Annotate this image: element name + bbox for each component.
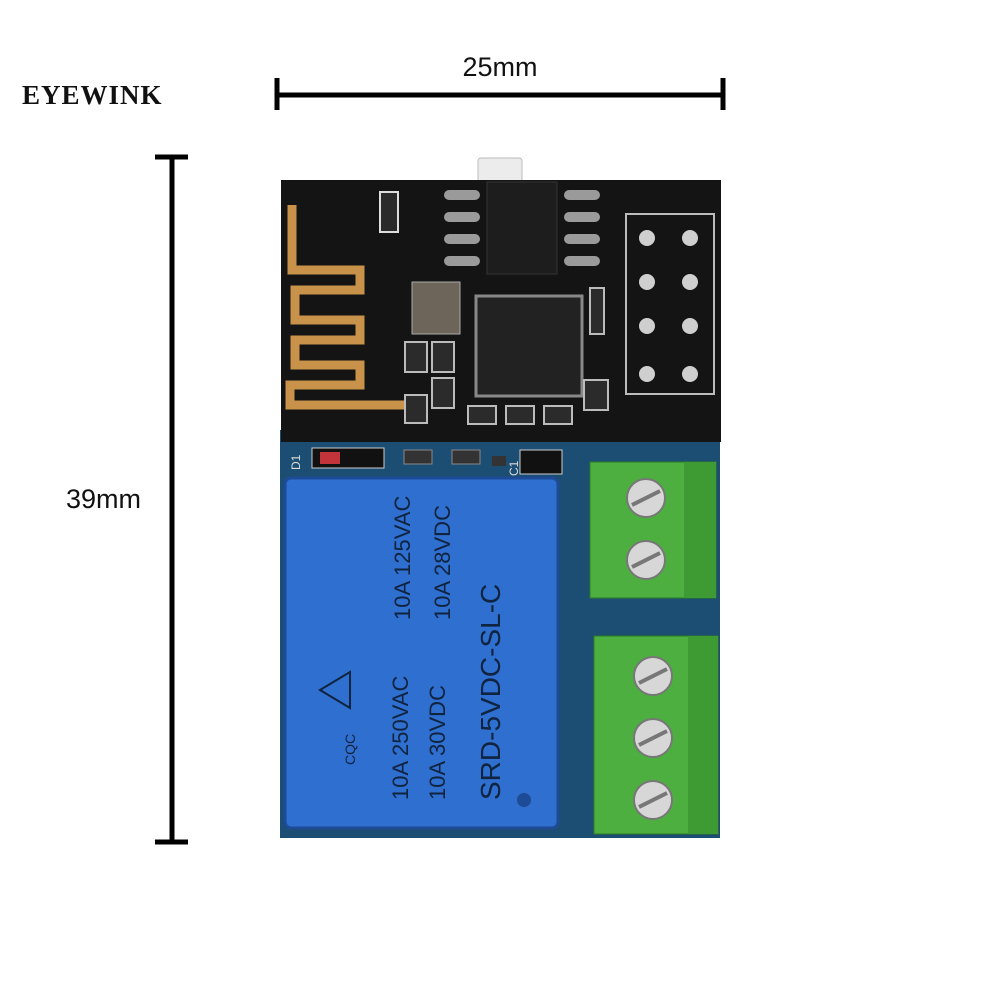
esp8266-chip xyxy=(474,294,584,398)
status-led xyxy=(379,191,399,233)
header-pins xyxy=(639,230,698,382)
height-label: 39mm xyxy=(66,484,142,514)
tact-switch xyxy=(477,157,523,183)
relay-body xyxy=(283,476,560,830)
resistor xyxy=(403,449,433,465)
width-dimension-line xyxy=(274,78,726,110)
flash-chip xyxy=(486,181,558,275)
relay-pin-marker xyxy=(517,793,531,807)
brand-logo: EYEWINK xyxy=(22,80,163,110)
capacitor-c1 xyxy=(519,449,563,475)
terminal-block-3pin xyxy=(593,635,719,835)
warning-triangle-icon xyxy=(318,670,351,710)
d1-label: D1 xyxy=(289,454,303,470)
resistor-2 xyxy=(451,449,481,465)
flash-chip-pins xyxy=(444,190,600,266)
terminal-block-2pin xyxy=(589,461,717,599)
relay-rating-dc: 10A 30VDC xyxy=(425,685,450,800)
transistor xyxy=(492,456,506,466)
relay-rating-ac: 10A 250VAC xyxy=(388,676,413,800)
smd-components xyxy=(404,287,609,425)
crystal-oscillator xyxy=(411,281,461,335)
relay-rating-125: 10A 125VAC xyxy=(390,496,415,620)
relay-model: SRD-5VDC-SL-C xyxy=(475,584,506,800)
height-dimension-line xyxy=(155,154,188,845)
header-frame xyxy=(625,213,715,395)
pcb-antenna xyxy=(285,205,410,410)
c1-label: C1 xyxy=(507,460,521,476)
cqc-mark: CQC xyxy=(342,734,358,765)
diode-band xyxy=(320,452,340,464)
width-label: 25mm xyxy=(462,52,538,82)
relay-rating-28: 10A 28VDC xyxy=(430,505,455,620)
